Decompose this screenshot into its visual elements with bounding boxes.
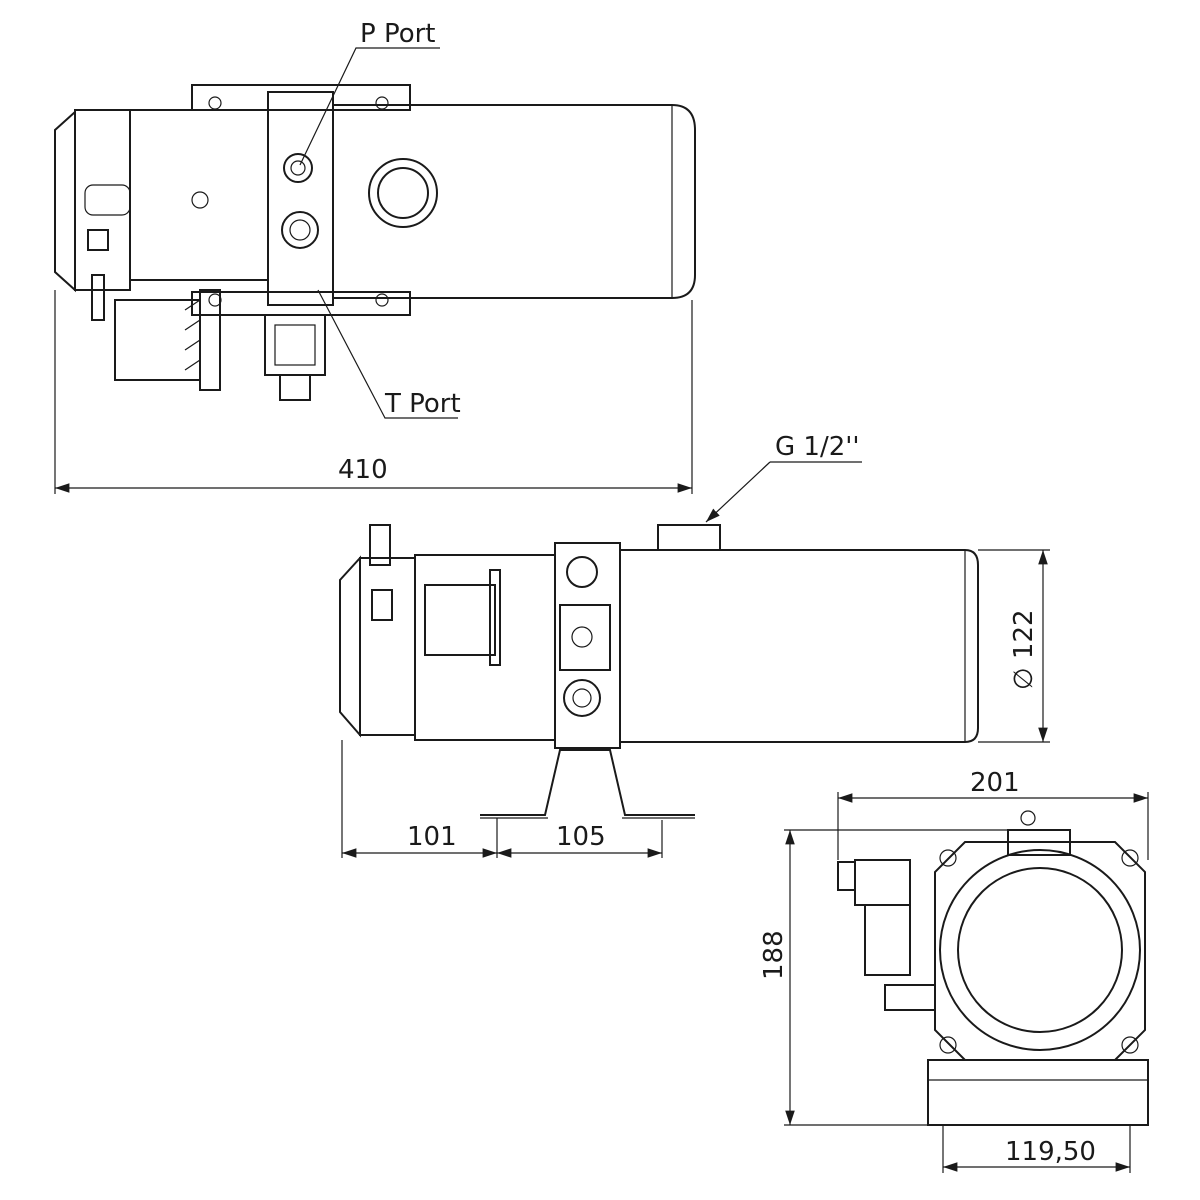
dimension-105-label: 105 xyxy=(556,822,606,852)
dimension-119-50-label: 119,50 xyxy=(1005,1137,1096,1167)
thread-label: G 1/2'' xyxy=(775,432,860,462)
side-view xyxy=(339,524,979,819)
dimension-410-label: 410 xyxy=(338,455,388,485)
top-view xyxy=(54,84,696,401)
dimension-diameter: ∅ 122 xyxy=(978,549,1050,743)
dimension-201-label: 201 xyxy=(970,768,1020,798)
dimension-119-50: 119,50 xyxy=(942,1125,1131,1173)
dimension-188: 188 xyxy=(759,829,1010,1126)
dimension-201: 201 xyxy=(837,768,1149,860)
thread-callout: G 1/2'' xyxy=(705,432,862,523)
p-port-callout: P Port xyxy=(299,19,440,166)
t-port-label: T Port xyxy=(384,389,461,419)
front-view xyxy=(837,810,1149,1126)
dimension-101-105: 101 105 xyxy=(341,740,663,858)
p-port-label: P Port xyxy=(360,19,436,49)
dimension-101-label: 101 xyxy=(407,822,457,852)
t-port-callout: T Port xyxy=(317,289,461,419)
dimension-410: 410 xyxy=(54,290,693,494)
diameter-label: ∅ 122 xyxy=(1009,609,1039,690)
dimension-188-label: 188 xyxy=(759,930,789,980)
